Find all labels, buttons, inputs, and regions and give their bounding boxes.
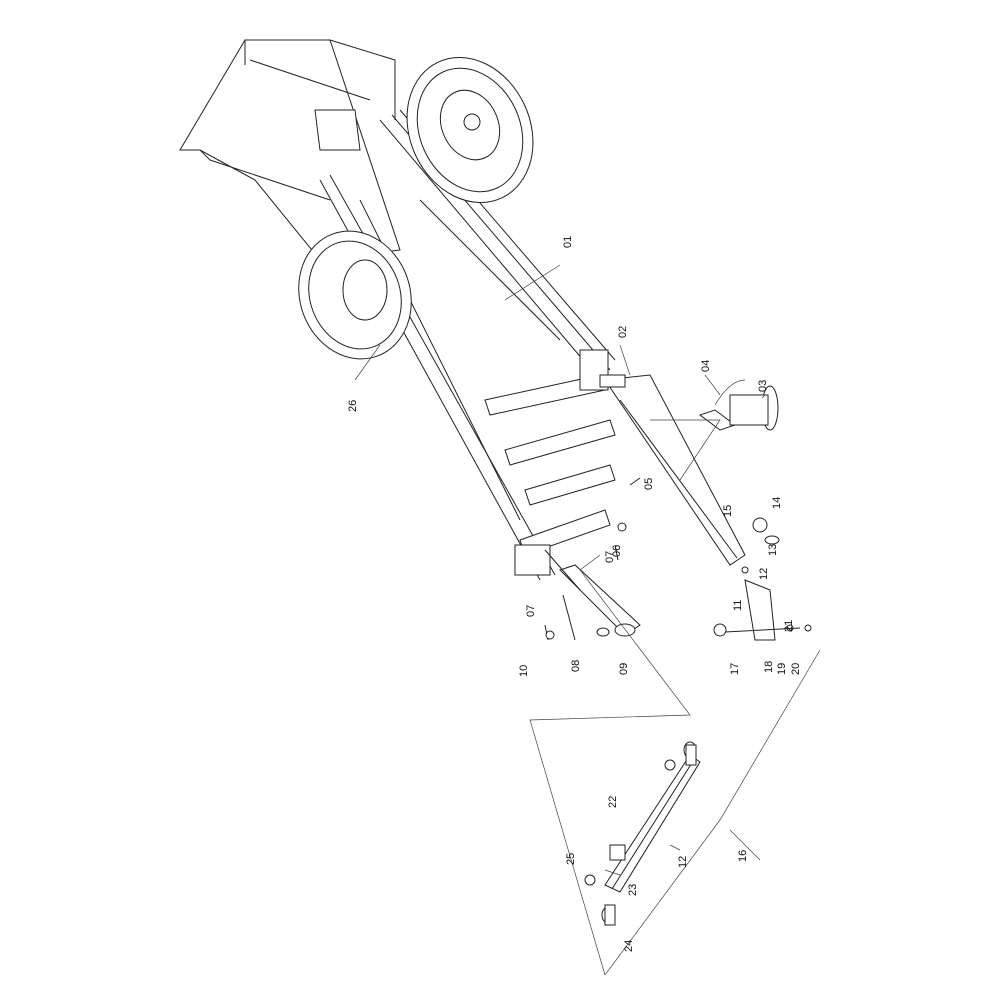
callout-19: 19 bbox=[776, 663, 788, 675]
callout-23: 23 bbox=[627, 884, 639, 896]
callout-03: 03 bbox=[757, 380, 769, 392]
callout-12: 12 bbox=[758, 568, 770, 580]
callout-12: 12 bbox=[677, 856, 689, 868]
callout-04: 04 bbox=[700, 360, 712, 372]
callout-25: 25 bbox=[565, 853, 577, 865]
callout-02: 02 bbox=[617, 326, 629, 338]
wheel-lower bbox=[298, 230, 412, 360]
callout-09: 09 bbox=[618, 663, 630, 675]
hitch-bar bbox=[584, 741, 701, 926]
callout-08: 08 bbox=[570, 660, 582, 672]
callout-05: 05 bbox=[643, 478, 655, 490]
callout-24: 24 bbox=[623, 940, 635, 952]
callout-10: 10 bbox=[518, 665, 530, 677]
callout-11: 11 bbox=[732, 600, 744, 611]
callout-18: 18 bbox=[763, 661, 775, 673]
callout-13: 13 bbox=[767, 544, 779, 556]
wheel-upper bbox=[406, 56, 534, 204]
callout-22: 22 bbox=[607, 796, 619, 808]
callout-26: 26 bbox=[347, 400, 359, 412]
callout-labels: 01 02 03 04 05 06 07 07 08 09 10 11 12 1… bbox=[347, 236, 802, 952]
callout-17: 17 bbox=[729, 663, 741, 675]
callout-07: 07 bbox=[525, 605, 537, 617]
callout-20: 20 bbox=[790, 663, 802, 675]
callout-06: 06 bbox=[611, 545, 623, 557]
callout-07: 07 bbox=[604, 551, 616, 563]
callout-14: 14 bbox=[771, 497, 783, 509]
callout-01: 01 bbox=[562, 236, 574, 248]
leader-lines bbox=[354, 264, 821, 976]
drawbar-assembly bbox=[544, 374, 812, 641]
callout-16: 16 bbox=[737, 850, 749, 862]
callout-21: 21 bbox=[783, 620, 795, 632]
callout-15: 15 bbox=[722, 505, 734, 517]
